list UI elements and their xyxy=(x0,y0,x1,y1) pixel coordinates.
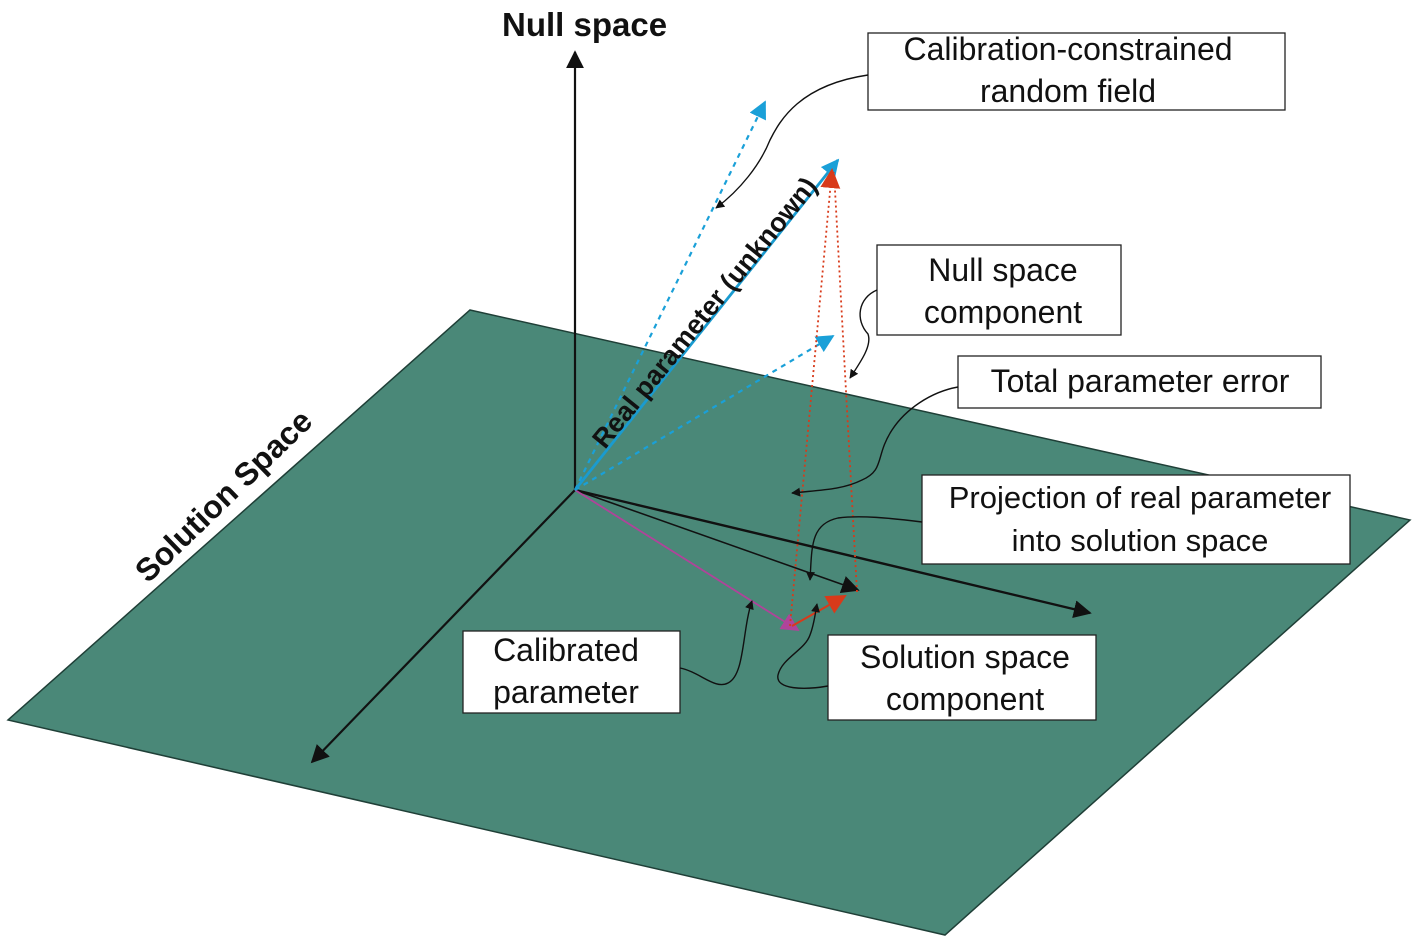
null-space-axis-title: Null space xyxy=(502,6,667,43)
solution-space-plane xyxy=(6,309,1412,936)
real-parameter-vector xyxy=(573,158,840,491)
callout-solution-component-line1: Solution space xyxy=(860,639,1070,675)
callout-total-error: Total parameter error xyxy=(791,355,1322,497)
callout-random-field-line1: Calibration-constrained xyxy=(903,31,1232,67)
callout-solution-component: Solution space component xyxy=(777,603,1097,721)
callout-null-component-line1: Null space xyxy=(928,252,1077,288)
callout-random-field: Calibration-constrained random field xyxy=(715,31,1286,209)
random-field-vector-upper xyxy=(574,100,766,491)
leader-projection xyxy=(806,516,923,581)
callout-calibrated: Calibrated parameter xyxy=(462,600,754,714)
null-space-component-vector xyxy=(833,171,858,593)
callout-projection: Projection of real parameter into soluti… xyxy=(806,474,1351,581)
callout-total-error-line1: Total parameter error xyxy=(991,363,1290,399)
calibrated-parameter-vector xyxy=(574,489,800,631)
leader-null-component xyxy=(849,289,878,379)
random-field-vector-lower xyxy=(574,335,835,491)
solution-space-axis-left xyxy=(310,489,576,764)
callout-projection-line1: Projection of real parameter xyxy=(949,480,1332,515)
leader-solution-component xyxy=(777,603,829,689)
leader-random-field xyxy=(715,74,869,209)
callout-solution-component-line2: component xyxy=(886,681,1044,717)
solution-space-axis-right xyxy=(574,488,1092,618)
callout-null-component: Null space component xyxy=(849,244,1122,379)
callout-projection-line2: into solution space xyxy=(1012,523,1269,558)
callout-random-field-line2: random field xyxy=(980,73,1156,109)
callout-null-component-line2: component xyxy=(924,294,1082,330)
callout-calibrated-line2: parameter xyxy=(493,674,639,710)
total-parameter-error-vector xyxy=(789,168,841,627)
callout-calibrated-line1: Calibrated xyxy=(493,632,639,668)
leader-total-error xyxy=(791,386,959,497)
leader-calibrated xyxy=(679,600,754,686)
